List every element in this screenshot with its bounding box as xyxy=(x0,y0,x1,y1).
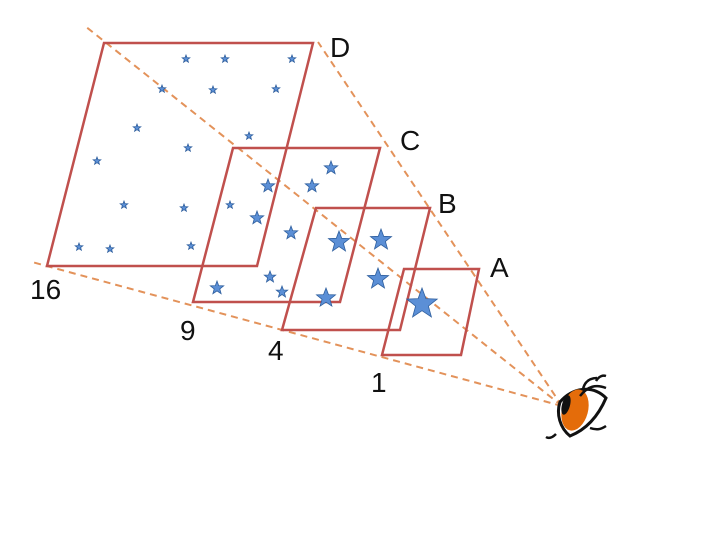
star-icon-12 xyxy=(179,202,189,213)
star-icon-10 xyxy=(183,142,193,153)
star-icon-16 xyxy=(186,240,196,251)
star-icon-1 xyxy=(181,53,191,64)
star-icon-13 xyxy=(225,199,235,210)
star-icon-19 xyxy=(304,177,320,193)
star-icon-5 xyxy=(208,84,218,95)
star-icon-7 xyxy=(132,122,142,133)
star-icon-2 xyxy=(220,53,230,64)
star-icon-18 xyxy=(260,177,276,193)
area-label-4: 4 xyxy=(268,335,284,366)
sight-ray-2 xyxy=(31,261,563,407)
star-icon-21 xyxy=(283,224,299,240)
star-icon-9 xyxy=(92,155,102,166)
frame-label-d: D xyxy=(330,32,351,63)
star-icon-29 xyxy=(405,286,439,318)
area-label-1: 1 xyxy=(371,367,387,398)
frame-label-b: B xyxy=(438,188,457,219)
frame-d xyxy=(45,41,315,268)
eye-icon xyxy=(545,374,608,440)
star-icon-24 xyxy=(209,279,225,295)
star-icon-3 xyxy=(287,53,297,64)
frame-a xyxy=(380,267,481,357)
star-icon-11 xyxy=(119,199,129,210)
star-icon-23 xyxy=(275,284,289,298)
frame-b xyxy=(280,206,432,332)
star-icon-15 xyxy=(105,243,115,254)
star-icon-17 xyxy=(323,159,339,175)
sight-rays xyxy=(31,25,563,407)
frame-label-c: C xyxy=(400,125,421,156)
star-icon-20 xyxy=(249,209,265,225)
star-icon-27 xyxy=(369,227,393,250)
star-icon-28 xyxy=(366,266,390,289)
star-icon-22 xyxy=(263,269,277,283)
stars xyxy=(74,53,439,318)
area-label-9: 9 xyxy=(180,315,196,346)
area-label-16: 16 xyxy=(30,274,62,305)
frame-label-a: A xyxy=(490,252,509,283)
star-icon-26 xyxy=(327,229,351,252)
star-icon-25 xyxy=(315,286,337,308)
star-icon-6 xyxy=(271,83,281,94)
sight-ray-3 xyxy=(317,41,563,407)
star-icon-8 xyxy=(244,130,254,141)
star-icon-4 xyxy=(157,83,167,94)
sight-ray-1 xyxy=(84,25,563,407)
frames xyxy=(45,41,481,357)
frame-c xyxy=(191,146,382,304)
star-icon-14 xyxy=(74,241,84,252)
